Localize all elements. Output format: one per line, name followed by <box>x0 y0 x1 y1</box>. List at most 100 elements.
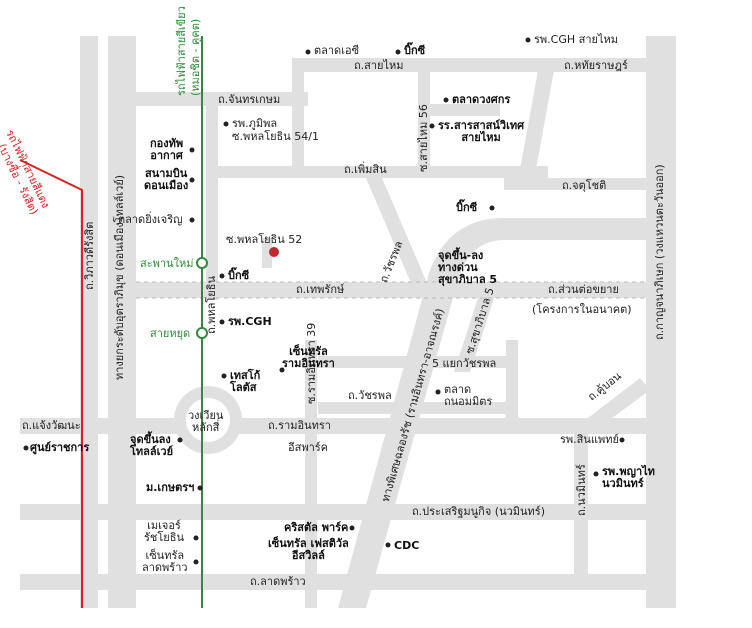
road-label-theprak: ถ.เทพรักษ์ <box>296 283 345 296</box>
poi-big-c-1: บิ๊กซี <box>404 44 426 57</box>
poi-dot-icon <box>349 525 355 531</box>
road-kubon <box>588 378 650 430</box>
poi-tollway-entrance: จุดขึ้นลง โทลล์เวย์ <box>130 433 174 458</box>
laksi-circle-inner <box>186 398 230 442</box>
poi-gov-center: ศูนย์ราชการ <box>30 441 90 454</box>
road-soi52-stub <box>262 238 272 268</box>
poi-cgh-saimai: รพ.CGH สายไหม <box>534 33 618 46</box>
station-circle-icon <box>196 257 208 269</box>
road-label-jorchoti: ถ.จตุโชติ <box>562 179 607 192</box>
poi-phyathai: รพ.พญาไท นวมินทร์ <box>602 465 655 490</box>
poi-dot-icon <box>219 319 225 325</box>
poi-tesco-lotus: เทสโก้ โลตัส <box>230 369 261 394</box>
poi-kongtap: กองทัพ อากาศ <box>150 137 184 162</box>
poi-sinpat: รพ.สินแพทย์ <box>560 433 619 446</box>
poi-dot-icon <box>223 121 229 127</box>
poi-dot-icon <box>219 273 225 279</box>
poi-dot-icon <box>193 535 199 541</box>
poi-dot-icon <box>489 205 495 211</box>
road-label-haiyaraj: ถ.หทัยราษฎร์ <box>564 59 628 72</box>
road-label-nawamin: ถ.นวมินทร์ <box>575 464 588 516</box>
road-nawamin-v <box>574 420 588 578</box>
road-theprak <box>136 282 646 298</box>
poi-dot-icon <box>197 485 203 491</box>
road-label-watcharapol-2: ถ.วัชรพล <box>348 389 392 402</box>
road-label-future: (โครงการในอนาคต) <box>532 303 632 316</box>
road-kanchanapisek <box>646 36 676 608</box>
road-label-vibhavadi: ถ.วิภาวดีรังสิต <box>83 221 96 290</box>
road-label-uttaraphimuk: ทางยกระดับอุตราภิมุข (ดอนเมืองโทลล์เวย์) <box>113 174 126 380</box>
road-ladprao <box>20 574 646 590</box>
bts-line-sublabel: (หมอชิต - คูคต) <box>189 18 202 96</box>
poi-dot-icon <box>305 49 311 55</box>
road-prasertmanukit <box>20 504 646 520</box>
road-saimai56-v <box>418 72 430 178</box>
road-permsin <box>208 166 548 178</box>
poi-dot-icon <box>193 559 199 565</box>
road-vibhavadi <box>80 36 98 608</box>
road-saimai <box>292 58 676 72</box>
poi-dot-icon <box>443 97 449 103</box>
poi-talad-wongsakorn: ตลาดวงศกร <box>452 93 511 106</box>
poi-donmueang-airport: สนามบิน ดอนเมือง <box>144 167 189 192</box>
poi-cdc: CDC <box>394 539 420 552</box>
road-label-kanchanapisek: ถ.กาญจนาภิเษก (วงแหวนตะวันออก) <box>653 164 666 340</box>
road-chanhkasem <box>136 92 308 106</box>
target-marker-icon <box>269 247 279 257</box>
road-expressway <box>338 218 676 608</box>
poi-dot-icon <box>177 437 183 443</box>
poi-crystal-park: คริสตัล พาร์ค <box>284 521 349 534</box>
poi-talad-yingcharoen: ตลาดยิ่งเจริญ <box>118 213 183 226</box>
red-line <box>19 159 83 608</box>
poi-bhumibol: รพ.ภูมิพล <box>232 117 278 130</box>
laksi-circle-label: วงเวียน หลักสี่ <box>188 409 224 434</box>
poi-dot-icon <box>593 471 599 477</box>
road-ramindra-39 <box>305 340 317 608</box>
poi-expressway-entrance: จุดขึ้น-ลง ทางด่วน สุขาภิบาล 5 <box>438 249 498 286</box>
road-label-prasertmanukit: ถ.ประเสริฐมนูกิจ (นวมินทร์) <box>412 505 545 518</box>
poi-central-ramindra: เซ็นทรัล รามอินทรา <box>282 345 335 370</box>
poi-dot-icon <box>429 123 435 129</box>
poi-sarasas: รร.สารสาสน์วิเทศ สายไหม <box>438 119 525 144</box>
poi-dot-icon <box>525 37 531 43</box>
bts-line-label: รถไฟฟ้าสายสีเขียว <box>175 6 188 96</box>
poi-talad-ac: ตลาดเอซี <box>314 44 360 57</box>
road-label-chanhkasem: ถ.จันทรเกษม <box>218 93 281 106</box>
poi-dot-icon <box>385 542 391 548</box>
road-label-chaengwattana: ถ.แจ้งวัฒนะ <box>22 419 81 432</box>
poi-central-festival: เซ็นทรัล เฟสติวัล อีสวิลล์ <box>268 537 349 562</box>
poi-dot-icon <box>189 177 195 183</box>
poi-talad-tanon-mit: ตลาด ถนอมมิตร <box>444 383 493 408</box>
target-soi-52: ซ.พหลโยธิน 52 <box>226 233 303 246</box>
road-watcharapol-diag <box>366 178 430 290</box>
road-label-soi-54-1: ซ.พหลโยธิน 54/1 <box>232 130 319 143</box>
poi-big-c-2: บิ๊กซี <box>456 201 478 214</box>
poi-dot-icon <box>435 389 441 395</box>
station-circle-icon <box>196 327 208 339</box>
poi-dot-icon <box>189 147 195 153</box>
poi-dot-icon <box>395 49 401 55</box>
poi-major: เมเจอร์ รัชโยธิน <box>144 519 184 544</box>
road-label-saimai: ถ.สายไหม <box>354 59 404 72</box>
station-sai-yud: สายหยุด <box>150 327 191 340</box>
poi-dot-icon <box>221 373 227 379</box>
poi-big-c-3: บิ๊กซี <box>228 269 250 282</box>
road-label-phaholyothin: ถ.พหลโยธิน <box>205 276 218 334</box>
road-jorchoti <box>504 178 646 190</box>
road-ramindra <box>20 418 646 434</box>
poi-dot-icon <box>279 367 285 373</box>
poi-kaset: ม.เกษตรฯ <box>146 481 195 494</box>
road-bhumibol-v <box>206 100 218 300</box>
road-label-saimai-56: ซ.สายไหม 56 <box>417 104 430 172</box>
poi-cgh: รพ.CGH <box>228 315 272 328</box>
road-saimai-left-v <box>292 58 304 178</box>
road-northeast-diag <box>518 60 556 180</box>
station-saphan-mai: สะพานใหม่ <box>140 257 194 270</box>
road-label-ramindra: ถ.รามอินทรา <box>268 419 331 432</box>
poi-fashion-island: อีสพาร์ค <box>288 441 329 454</box>
road-label-permsin: ถ.เพิ่มสิน <box>344 163 387 176</box>
road-jorchoti-ext <box>430 104 500 116</box>
road-label-ladprao: ถ.ลาดพร้าว <box>250 575 306 588</box>
